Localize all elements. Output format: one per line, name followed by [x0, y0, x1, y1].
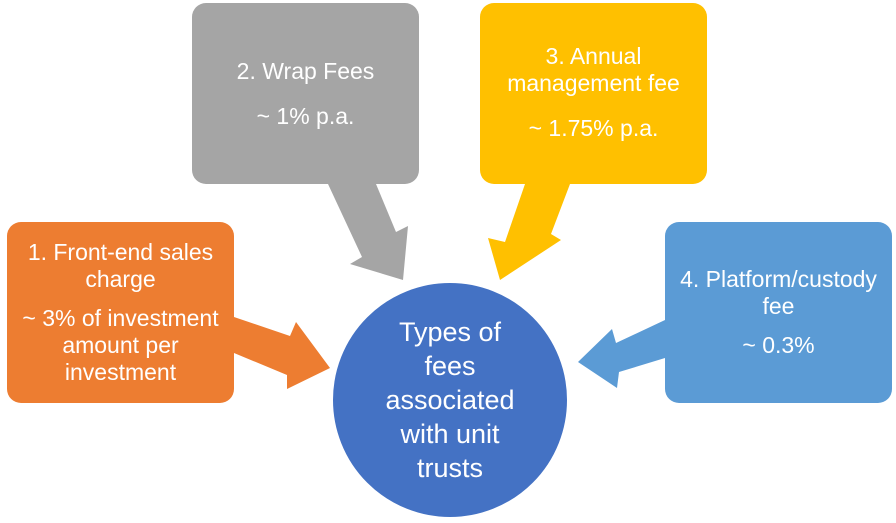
center-circle: Types of fees associated with unit trust… — [330, 280, 570, 520]
fee-box-platform: 4. Platform/custody fee ~ 0.3% — [665, 222, 892, 403]
fee-title: 3. Annual management fee — [507, 43, 680, 96]
fee-title: 4. Platform/custody fee — [680, 266, 877, 319]
fee-box-annual: 3. Annual management fee ~ 1.75% p.a. — [480, 3, 707, 184]
fee-value: ~ 1.75% p.a. — [528, 115, 659, 141]
arrow-wrap — [328, 184, 408, 280]
fee-box-front-end: 1. Front-end sales charge ~ 3% of invest… — [7, 222, 234, 403]
fee-value: ~ 3% of investment amount per investment — [22, 305, 219, 385]
center-label: Types of fees associated with unit trust… — [385, 317, 515, 483]
fee-value: ~ 0.3% — [742, 332, 815, 358]
fee-value: ~ 1% p.a. — [256, 103, 355, 129]
arrow-annual — [488, 184, 570, 280]
fee-title: 1. Front-end sales charge — [27, 239, 214, 292]
arrow-front-end — [234, 317, 330, 389]
arrow-platform — [578, 320, 665, 388]
fee-box-wrap: 2. Wrap Fees ~ 1% p.a. — [192, 3, 419, 184]
fee-title: 2. Wrap Fees — [236, 58, 375, 84]
